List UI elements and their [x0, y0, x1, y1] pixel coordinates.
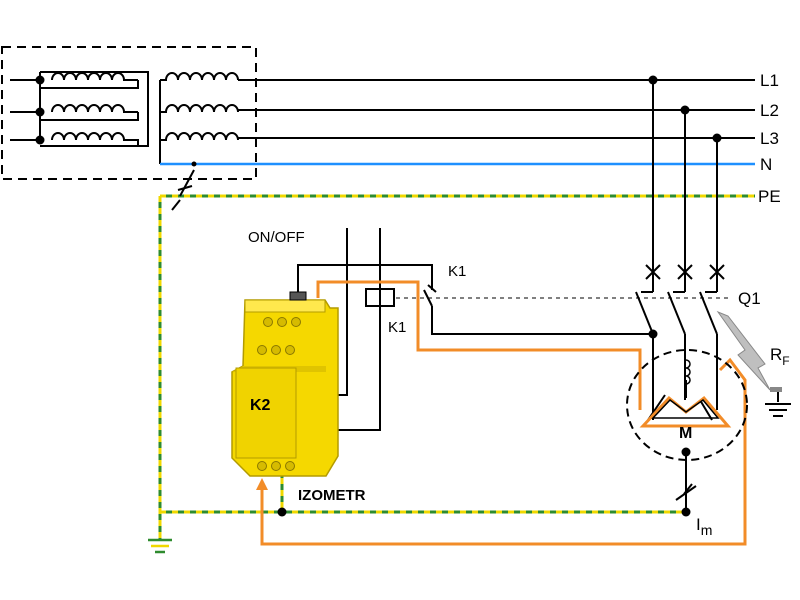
junction-dot	[277, 507, 287, 517]
izometr-device	[231, 291, 339, 477]
earth-ground-symbol	[148, 538, 172, 554]
q1-contactor	[635, 264, 725, 420]
device-top-terminal	[289, 291, 307, 301]
junction-dot	[681, 507, 691, 517]
measuring-wire-arrow	[256, 478, 268, 490]
motor-earth-lead	[675, 452, 697, 512]
junction-dot	[35, 107, 45, 117]
label-pe: PE	[758, 187, 781, 206]
junction-dot	[712, 133, 722, 143]
measuring-wire	[260, 280, 747, 546]
motor-coil	[685, 359, 691, 385]
terminal-screws-bottom	[257, 461, 295, 471]
motor	[626, 349, 748, 461]
label-rf: RF	[770, 345, 790, 368]
transformer-primary-winding	[10, 71, 149, 147]
label-l3: L3	[760, 129, 779, 148]
label-im: Im	[696, 515, 712, 538]
label-on-off: ON/OFF	[248, 229, 305, 246]
label-k1-contact: K1	[448, 263, 466, 280]
label-k2: K2	[250, 397, 271, 414]
motor-delta	[651, 398, 720, 419]
motor-housing	[626, 349, 748, 461]
junction-dot	[648, 75, 658, 85]
terminal-screws-top	[257, 317, 301, 355]
label-motor: M	[679, 425, 692, 442]
junction-dot	[680, 105, 690, 115]
label-l1: L1	[760, 71, 779, 90]
earthing-switch	[171, 169, 195, 211]
junction-dot	[35, 135, 45, 145]
junction-dot	[35, 75, 45, 85]
motor-supply-wires	[652, 80, 718, 292]
transformer-secondary-winding	[159, 72, 239, 164]
junction-dot	[648, 329, 658, 339]
label-n: N	[760, 155, 772, 174]
transformer-enclosure	[1, 46, 257, 180]
label-k1-coil: K1	[388, 319, 406, 336]
insulation-fault-icon	[716, 310, 791, 417]
label-q1: Q1	[738, 289, 761, 308]
junction-dot	[191, 161, 197, 167]
label-l2: L2	[760, 101, 779, 120]
label-izometr: IZOMETR	[298, 487, 366, 504]
